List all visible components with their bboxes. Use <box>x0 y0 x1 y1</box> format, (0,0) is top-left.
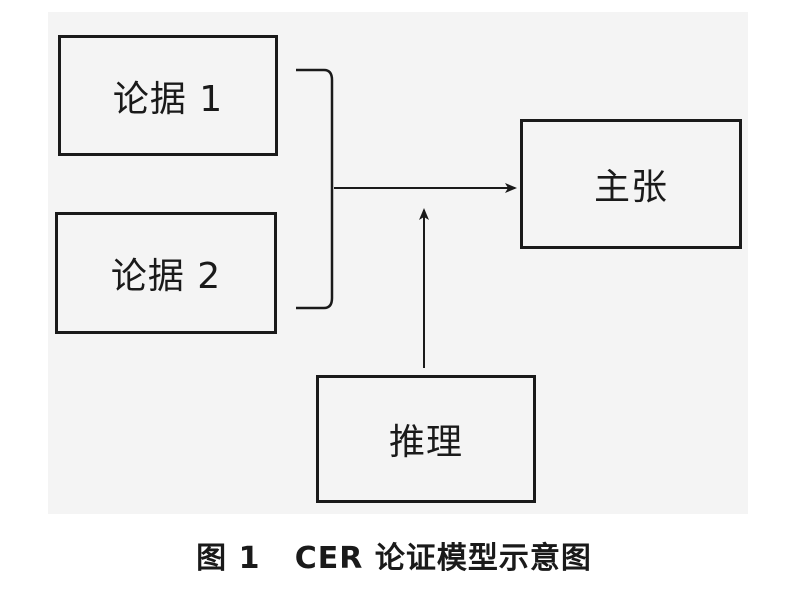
figure-caption: 图 1 CER 论证模型示意图 <box>196 541 592 576</box>
reasoning-label: 推理 <box>388 422 463 463</box>
evidence-1-label: 论据 1 <box>112 78 224 120</box>
evidence-2-box: 论据 2 <box>55 212 277 334</box>
claim-label: 主张 <box>593 167 668 208</box>
evidence-1-box: 论据 1 <box>58 35 278 156</box>
claim-box: 主张 <box>520 119 742 249</box>
evidence-2-label: 论据 2 <box>110 256 222 297</box>
reasoning-box: 推理 <box>316 375 536 503</box>
evidence-bracket <box>296 68 334 310</box>
